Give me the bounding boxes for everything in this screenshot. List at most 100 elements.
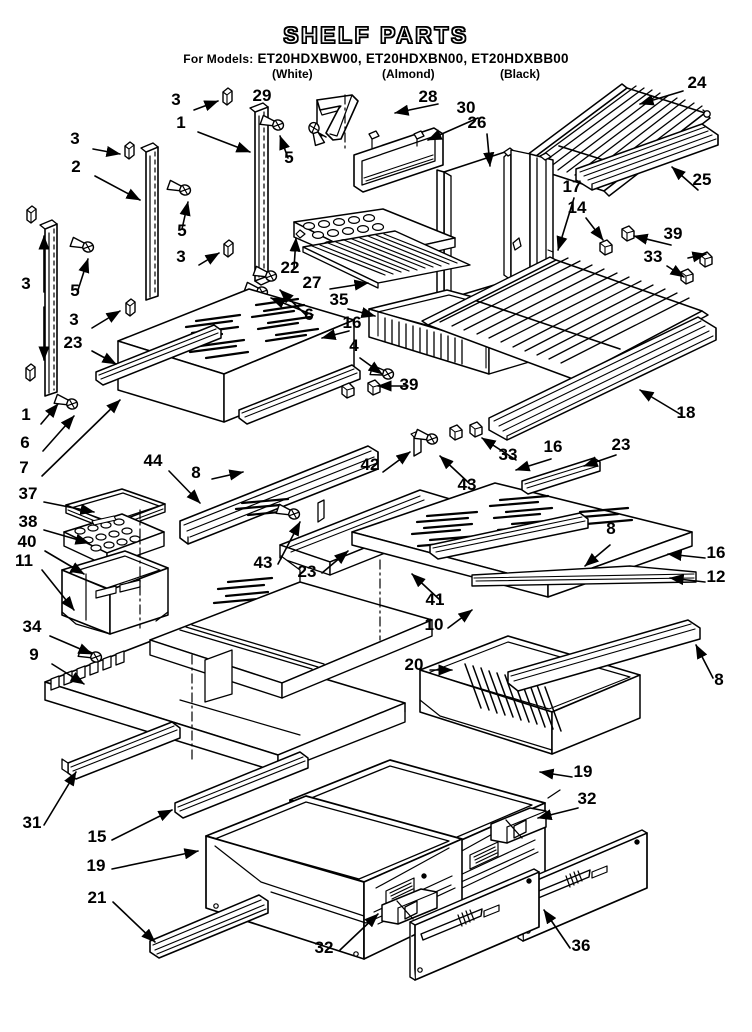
callout-16: 16 — [343, 313, 362, 332]
part-3-clip-a — [222, 87, 233, 106]
callout-8: 8 — [191, 463, 200, 482]
callout-27: 27 — [303, 273, 322, 292]
callout-5: 5 — [177, 221, 186, 240]
callout-10: 10 — [425, 615, 444, 634]
part-33-clip-b — [469, 421, 483, 438]
callout-28: 28 — [419, 87, 438, 106]
part-43-pin-b — [317, 499, 325, 523]
part-4-screw — [369, 363, 396, 382]
callout-39: 39 — [664, 224, 683, 243]
callout-19: 19 — [574, 762, 593, 781]
callout-6: 6 — [304, 305, 313, 324]
part-39-clip-e — [449, 424, 463, 441]
callout-26: 26 — [468, 113, 487, 132]
callout-41: 41 — [426, 590, 445, 609]
callout-24: 24 — [688, 73, 707, 92]
part-12-trim-right — [471, 565, 697, 587]
callout-43: 43 — [458, 475, 477, 494]
part-5-screw-b — [166, 178, 193, 198]
part-2-ladder-rail-mid — [140, 142, 159, 301]
part-30-panel — [353, 127, 444, 193]
callout-5: 5 — [284, 148, 293, 167]
part-36-drawer-front-b — [409, 868, 540, 981]
callout-16: 16 — [544, 437, 563, 456]
color-name-almond: (Almond) — [382, 67, 435, 81]
callout-3: 3 — [171, 90, 180, 109]
callout-34: 34 — [23, 617, 42, 636]
part-14-clip — [599, 239, 613, 256]
part-6-screw-c — [53, 392, 80, 412]
callout-8: 8 — [606, 519, 615, 538]
callout-22: 22 — [281, 258, 300, 277]
callout-16: 16 — [707, 543, 726, 562]
callout-3: 3 — [21, 274, 30, 293]
callout-33: 33 — [644, 247, 663, 266]
models-list: ET20HDXBW00, ET20HDXBN00, ET20HDXBB00 — [257, 51, 569, 66]
part-32-handle-a — [490, 807, 547, 844]
part-3-clip-f — [25, 363, 36, 382]
callout-31: 31 — [23, 813, 42, 832]
part-8-trim-a — [238, 364, 361, 425]
callout-38: 38 — [19, 512, 38, 531]
callout-6: 6 — [20, 433, 29, 452]
callout-15: 15 — [88, 827, 107, 846]
part-8-trim-c — [507, 619, 701, 692]
callout-23: 23 — [64, 333, 83, 352]
callout-36: 36 — [572, 936, 591, 955]
part-25-trim-rail — [575, 123, 719, 191]
callout-20: 20 — [405, 655, 424, 674]
part-39-clip-a — [621, 225, 635, 242]
color-names-row: (White) (Almond) (Black) — [0, 67, 752, 83]
part-26-panel-frame — [436, 147, 516, 301]
part-17-panel-frame — [510, 149, 554, 290]
callout-12: 12 — [707, 567, 726, 586]
callout-29: 29 — [253, 86, 272, 105]
callout-4: 4 — [349, 336, 359, 355]
part-15-rail — [174, 751, 309, 819]
leader-lines — [38, 90, 714, 951]
part-8-trim-b — [429, 512, 589, 560]
part-43-screw-b — [275, 502, 302, 522]
alignment-lines — [139, 94, 381, 761]
callout-1: 1 — [176, 113, 185, 132]
callout-9: 9 — [29, 645, 38, 664]
color-name-white: (White) — [272, 67, 313, 81]
callout-1: 1 — [21, 405, 30, 424]
part-5-screw-c — [69, 235, 96, 255]
callout-23: 23 — [612, 435, 631, 454]
part-3-clip-e — [125, 298, 136, 317]
part-21-rail — [149, 894, 269, 959]
callout-44: 44 — [144, 451, 163, 470]
part-2-ladder-rail-left — [39, 219, 58, 397]
models-line: For Models: ET20HDXBW00, ET20HDXBN00, ET… — [0, 51, 752, 66]
callout-32: 32 — [578, 789, 597, 808]
callout-18: 18 — [677, 403, 696, 422]
callout-2: 2 — [71, 157, 80, 176]
part-18-wire-shelf — [421, 256, 717, 441]
callout-32: 32 — [315, 938, 334, 957]
part-1-ladder-rail-right — [249, 102, 273, 286]
callout-25: 25 — [693, 170, 712, 189]
part-29-bracket — [306, 94, 359, 147]
models-label: For Models: — [183, 52, 254, 66]
callout-17: 17 — [563, 177, 582, 196]
callout-33: 33 — [499, 445, 518, 464]
part-3-clip-c — [223, 239, 234, 258]
callout-35: 35 — [330, 290, 349, 309]
part-39-clip-c — [367, 379, 381, 396]
callout-3: 3 — [70, 129, 79, 148]
callout-3: 3 — [176, 247, 185, 266]
callout-14: 14 — [568, 198, 587, 217]
callout-8: 8 — [714, 670, 723, 689]
callout-43: 43 — [254, 553, 273, 572]
part-39-clip-d — [341, 382, 355, 399]
callout-21: 21 — [88, 888, 107, 907]
callout-42: 42 — [361, 455, 380, 474]
part-31-rail — [61, 721, 181, 780]
callout-7: 7 — [19, 458, 28, 477]
callout-5: 5 — [70, 281, 79, 300]
part-32-handle-b — [381, 888, 438, 925]
